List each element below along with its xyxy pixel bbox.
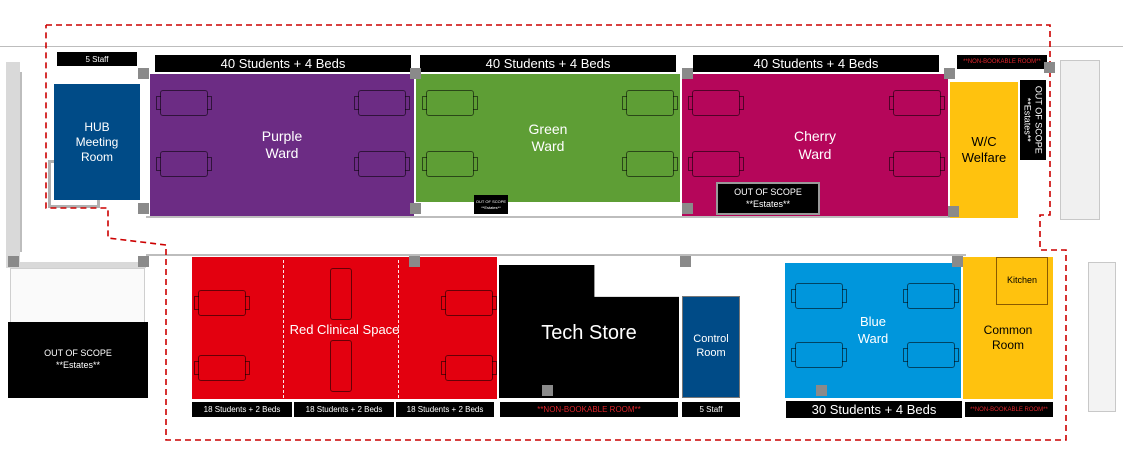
right-out-of-scope-box: OUT OF SCOPE **Estates** (1020, 80, 1046, 160)
small-oos-line2: **Estates** (481, 204, 501, 210)
pillar (682, 68, 693, 79)
bed (194, 290, 250, 316)
bed (791, 342, 847, 368)
control-staff-label: 5 Staff (682, 402, 740, 417)
non-bookable-tech-tag: **NON-BOOKABLE ROOM** (500, 402, 678, 417)
pillar (409, 256, 420, 267)
purple-capacity: 40 Students + 4 Beds (155, 55, 411, 72)
red-capacity-2: 18 Students + 2 Beds (294, 402, 394, 417)
left-out-of-scope-box: OUT OF SCOPE **Estates** (8, 322, 148, 398)
kitchen-label: Kitchen (1006, 275, 1038, 286)
pillar (410, 203, 421, 214)
non-bookable-common-tag: **NON-BOOKABLE ROOM** (965, 402, 1053, 417)
bed (441, 290, 497, 316)
right-oos-line1: OUT OF SCOPE (1033, 86, 1044, 154)
right-oos-line2: **Estates** (1023, 97, 1033, 143)
pillar (542, 385, 553, 396)
bed (156, 90, 212, 116)
left-oos-line2: **Estates** (55, 360, 101, 370)
bed (422, 90, 478, 116)
wc-welfare-label: W/C Welfare (961, 133, 1007, 165)
cherry-oos-line1: OUT OF SCOPE (734, 187, 802, 198)
bed (622, 90, 678, 116)
left-wall (6, 62, 20, 262)
bed (330, 340, 352, 392)
cherry-oos-line2: **Estates** (745, 198, 791, 209)
left-stair-lines (20, 72, 22, 252)
pillar (682, 203, 693, 214)
bed (330, 268, 352, 320)
control-room-label: Control Room (693, 333, 729, 359)
green-capacity: 40 Students + 4 Beds (420, 55, 676, 72)
bed (791, 283, 847, 309)
cherry-capacity: 40 Students + 4 Beds (693, 55, 939, 72)
green-ward-label: Green Ward (528, 120, 568, 155)
corridor-wall-bottom (146, 254, 966, 256)
bed (622, 151, 678, 177)
right-oos-rotated: OUT OF SCOPE **Estates** (1022, 86, 1044, 154)
bed (889, 151, 945, 177)
wc-welfare[interactable]: W/C Welfare (950, 82, 1018, 218)
green-ward[interactable]: Green Ward (416, 74, 680, 202)
kitchen[interactable]: Kitchen (996, 257, 1048, 305)
bed (688, 90, 744, 116)
blue-capacity: 30 Students + 4 Beds (786, 401, 962, 418)
pillar (8, 256, 19, 267)
red-divider-2 (398, 260, 399, 398)
control-room[interactable]: Control Room (682, 296, 740, 398)
bed (194, 355, 250, 381)
purple-ward-label: Purple Ward (261, 127, 303, 162)
left-stair-wall (6, 262, 146, 268)
non-bookable-top-tag: **NON-BOOKABLE ROOM** (957, 55, 1047, 69)
blue-ward[interactable]: Blue Ward (785, 263, 961, 398)
red-clinical-space[interactable]: Red Clinical Space (192, 257, 497, 399)
pillar (680, 256, 691, 267)
pillar (138, 203, 149, 214)
pillar (944, 68, 955, 79)
left-oos-line1: OUT OF SCOPE (44, 348, 112, 359)
tech-store-label: Tech Store (541, 322, 637, 344)
purple-ward[interactable]: Purple Ward (150, 74, 414, 216)
pillar (138, 256, 149, 267)
pillar (952, 256, 963, 267)
right-structure (1060, 60, 1100, 220)
common-room-label: Common Room (983, 323, 1033, 352)
bed (903, 283, 959, 309)
pillar (948, 206, 959, 217)
bed (688, 151, 744, 177)
pillar (138, 68, 149, 79)
red-clinical-label: Red Clinical Space (289, 321, 400, 337)
red-capacity-1: 18 Students + 2 Beds (192, 402, 292, 417)
bed (156, 151, 212, 177)
bed (889, 90, 945, 116)
bed (903, 342, 959, 368)
bed (354, 151, 410, 177)
right-lower-structure (1088, 262, 1116, 412)
bed (354, 90, 410, 116)
small-out-of-scope-box: OUT OF SCOPE **Estates** (474, 195, 508, 214)
cherry-out-of-scope-box: OUT OF SCOPE **Estates** (716, 182, 820, 215)
pillar (816, 385, 827, 396)
top-wall-line (0, 46, 1123, 47)
hub-meeting-room[interactable]: HUB Meeting Room (54, 84, 140, 200)
corridor-wall-top (146, 216, 956, 218)
bed (441, 355, 497, 381)
cherry-ward-label: Cherry Ward (793, 128, 836, 162)
red-capacity-3: 18 Students + 2 Beds (396, 402, 494, 417)
hub-room-label: HUB Meeting Room (75, 119, 119, 164)
pillar (1044, 62, 1055, 73)
hub-staff-label: 5 Staff (57, 52, 137, 66)
red-divider-1 (283, 260, 284, 398)
blue-ward-label: Blue Ward (857, 314, 889, 346)
bed (422, 151, 478, 177)
small-oos-line1: OUT OF SCOPE (475, 199, 507, 205)
pillar (410, 68, 421, 79)
